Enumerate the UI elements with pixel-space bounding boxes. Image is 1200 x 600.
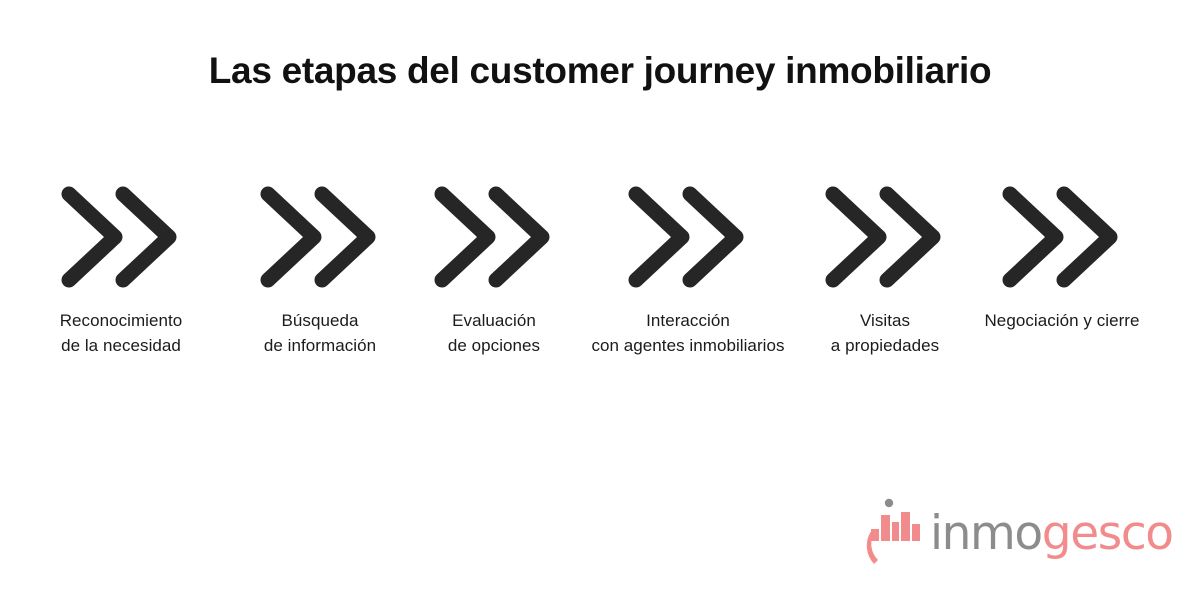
page-title: Las etapas del customer journey inmobili… [208,50,992,91]
journey-stage-label: Visitas a propiedades [830,311,940,355]
double-chevron-right-icon [806,185,964,289]
brand-wordmark: inmogesco [930,506,1174,562]
journey-stage-1[interactable]: Reconocimiento de la necesidad [20,185,222,358]
journey-stage-5[interactable]: Visitas a propiedades [806,185,964,358]
double-chevron-right-icon [222,185,418,289]
journey-stage-label: Interacción con agentes inmobiliarios [591,311,785,355]
double-chevron-right-icon [412,185,576,289]
double-chevron-right-icon [20,185,222,289]
journey-stage-label: Búsqueda de información [263,311,377,355]
journey-stage-4[interactable]: Interacción con agentes inmobiliarios [568,185,808,358]
journey-stage-3[interactable]: Evaluación de opciones [412,185,576,358]
journey-stage-2[interactable]: Búsqueda de información [222,185,418,358]
double-chevron-right-icon [568,185,808,289]
journey-stage-label: Reconocimiento de la necesidad [59,311,183,355]
brand-wordmark-part-1: inmo [930,506,1043,561]
brand-wordmark-part-2: gesco [1041,506,1174,561]
journey-stage-row: Reconocimiento de la necesidad Búsqueda … [0,185,1200,375]
journey-stage-6[interactable]: Negociación y cierre [962,185,1162,333]
brand-logo[interactable]: inmogesco [866,498,1174,574]
double-chevron-right-icon [962,185,1162,289]
journey-stage-label: Evaluación de opciones [447,311,541,355]
journey-stage-label: Negociación y cierre [984,311,1140,330]
city-skyline-circle-icon [866,498,920,564]
